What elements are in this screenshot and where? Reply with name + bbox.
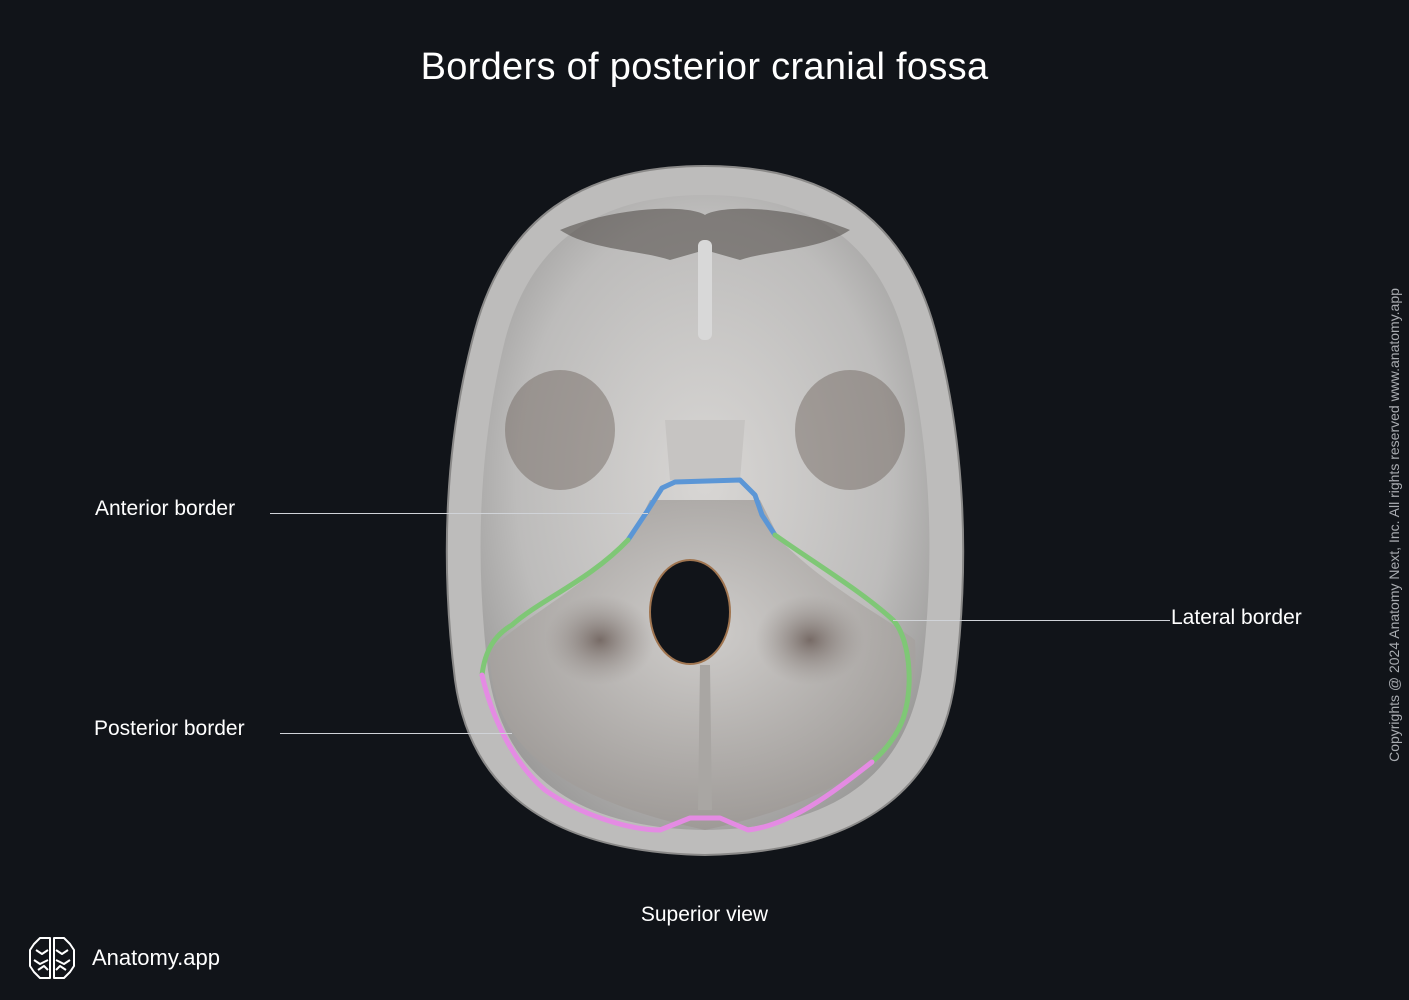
copyright-notice: Copyrights @ 2024 Anatomy Next, Inc. All… bbox=[1386, 288, 1402, 762]
posterior-border-line bbox=[479, 672, 875, 833]
anterior-border-line bbox=[625, 477, 778, 543]
brand-name: Anatomy.app bbox=[92, 945, 221, 970]
posterior-border-leader bbox=[280, 733, 512, 734]
lateral-border-label: Lateral border bbox=[1171, 606, 1302, 629]
lateral-border-leader bbox=[893, 620, 1170, 621]
anterior-border-label: Anterior border bbox=[95, 497, 236, 520]
brain-icon bbox=[29, 937, 75, 979]
brand-logo: Anatomy.app bbox=[26, 934, 220, 982]
anterior-border-leader bbox=[270, 513, 648, 514]
posterior-border-label: Posterior border bbox=[94, 717, 245, 740]
view-caption: Superior view bbox=[640, 903, 769, 926]
lateral-border-left bbox=[479, 537, 631, 678]
foramen-magnum bbox=[649, 559, 731, 665]
page-title: Borders of posterior cranial fossa bbox=[420, 46, 989, 88]
lateral-border-right bbox=[772, 532, 912, 765]
